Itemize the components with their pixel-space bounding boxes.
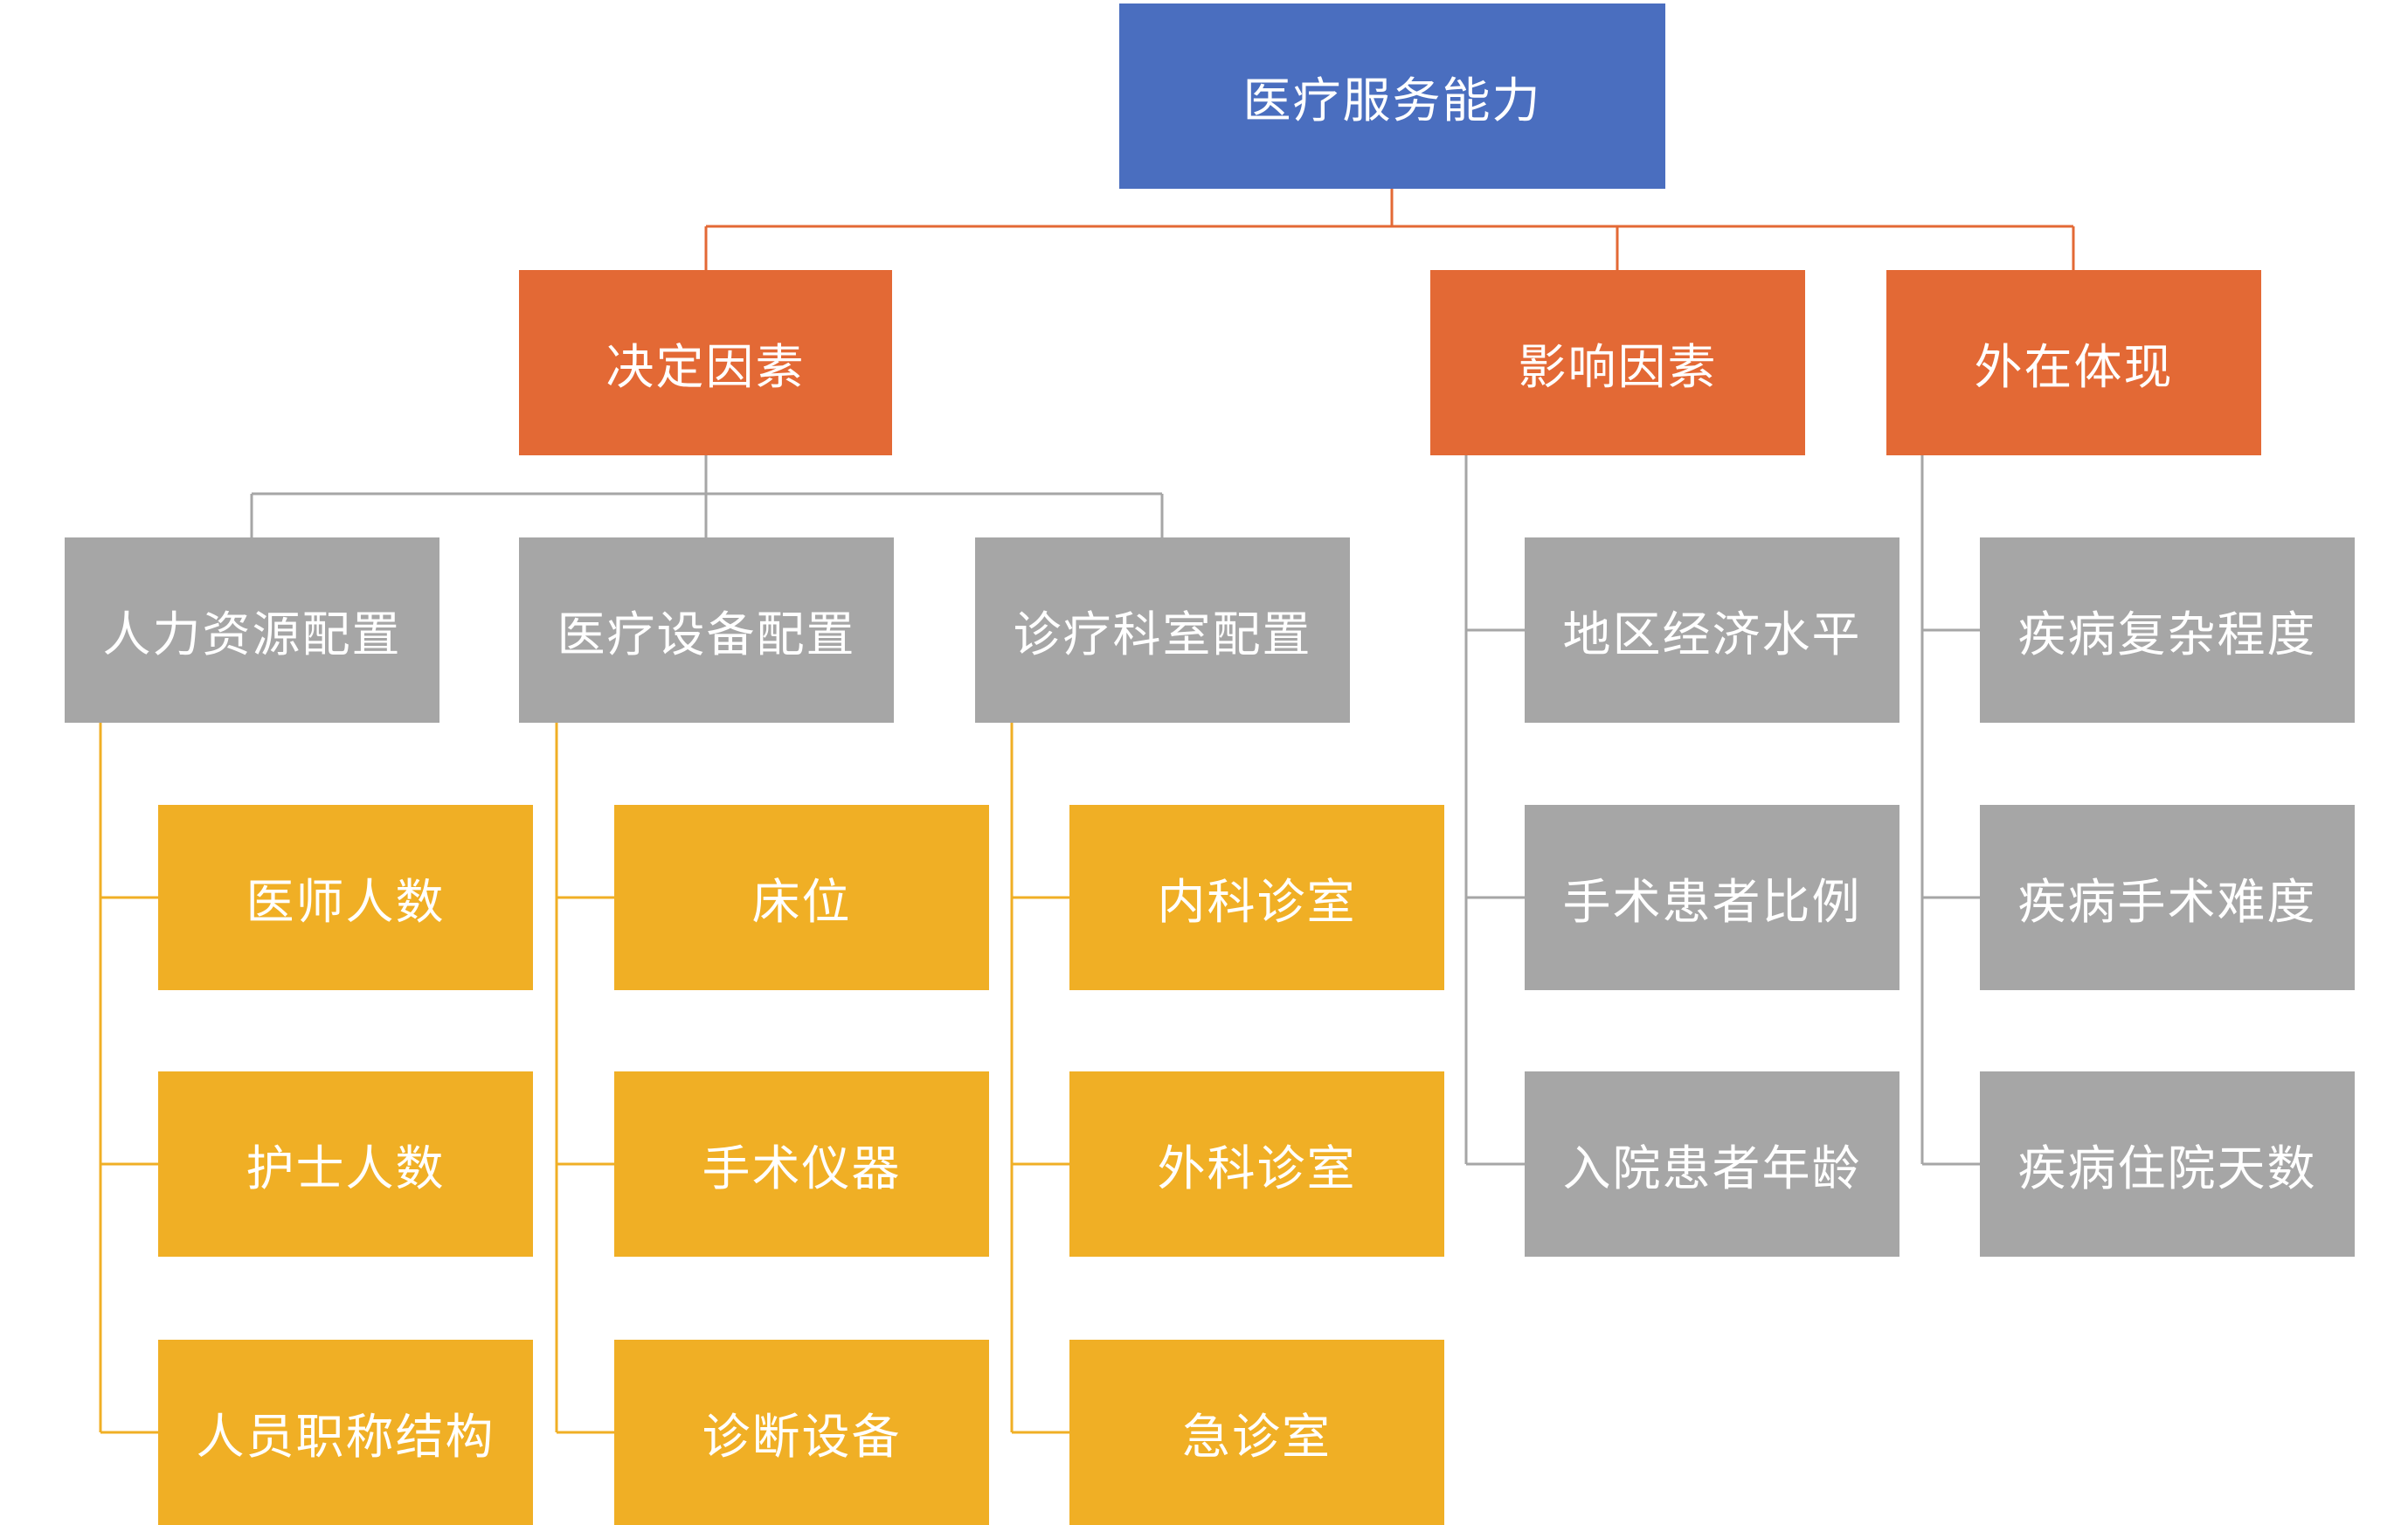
connector-root-to-level1 xyxy=(704,189,2075,270)
node-surgery-clinic: 外科诊室 xyxy=(1069,1071,1444,1257)
node-surgery-difficulty: 疾病手术难度 xyxy=(1980,805,2355,990)
node-decisive-factors: 决定因素 xyxy=(519,270,892,455)
node-human-resources-allocation: 人力资源配置 xyxy=(65,537,439,723)
connector-equipment-to-children xyxy=(555,723,614,1434)
node-external-manifestation: 外在体现 xyxy=(1886,270,2261,455)
node-internal-medicine-clinic: 内科诊室 xyxy=(1069,805,1444,990)
node-staff-title-structure: 人员职称结构 xyxy=(158,1340,533,1525)
node-influencing-factors: 影响因素 xyxy=(1430,270,1805,455)
node-hospitalization-days: 疾病住院天数 xyxy=(1980,1071,2355,1257)
node-emergency-room: 急诊室 xyxy=(1069,1340,1444,1525)
node-surgical-patient-ratio: 手术患者比例 xyxy=(1525,805,1899,990)
node-physician-count: 医师人数 xyxy=(158,805,533,990)
connector-hr-to-children xyxy=(99,723,158,1434)
connector-influence-to-children xyxy=(1464,455,1525,1166)
node-medical-equipment-allocation: 医疗设备配置 xyxy=(519,537,894,723)
node-medical-service-capacity: 医疗服务能力 xyxy=(1119,3,1665,189)
node-beds: 床位 xyxy=(614,805,989,990)
node-surgical-instruments: 手术仪器 xyxy=(614,1071,989,1257)
node-disease-complexity: 疾病复杂程度 xyxy=(1980,537,2355,723)
connector-department-to-children xyxy=(1010,723,1069,1434)
node-admitted-patient-age: 入院患者年龄 xyxy=(1525,1071,1899,1257)
node-regional-economy: 地区经济水平 xyxy=(1525,537,1899,723)
node-diagnostic-equipment: 诊断设备 xyxy=(614,1340,989,1525)
node-nurse-count: 护士人数 xyxy=(158,1071,533,1257)
connector-decisive-to-children xyxy=(250,455,1164,537)
connector-external-to-children xyxy=(1920,455,1980,1166)
node-department-allocation: 诊疗科室配置 xyxy=(975,537,1350,723)
